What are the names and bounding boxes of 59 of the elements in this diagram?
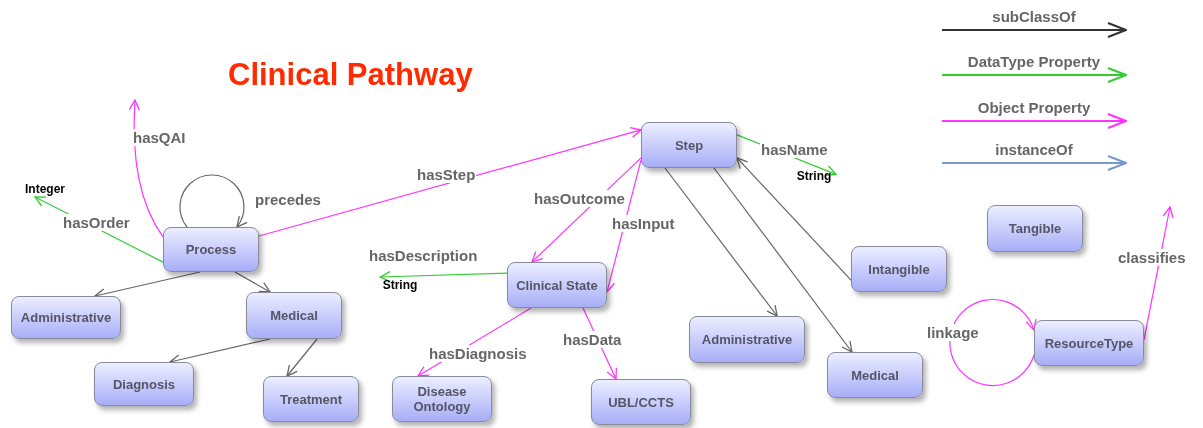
class-name: Medical — [269, 308, 319, 323]
edge-label: hasStep — [416, 166, 477, 183]
edge-label: hasInput — [611, 215, 676, 232]
arrow — [379, 271, 508, 283]
self-loop-arrow — [179, 174, 248, 228]
edge-label: hasOutcome — [533, 190, 626, 207]
class-box — [641, 122, 737, 168]
class-name: Disease Ontology — [412, 384, 472, 414]
legend-label: instanceOf — [994, 141, 1074, 158]
title: Clinical Pathway — [228, 56, 473, 94]
class-name: Administrative — [19, 310, 113, 325]
arrow — [286, 338, 318, 377]
arrow — [664, 167, 778, 317]
self-loop-arrow — [949, 298, 1036, 387]
class-box — [507, 262, 607, 308]
legend-label: DataType Property — [966, 53, 1102, 70]
class-box — [392, 376, 492, 422]
class-box — [263, 376, 359, 422]
class-name: Medical — [850, 367, 900, 383]
datatype-label: String — [378, 277, 422, 293]
class-name: Clinical State — [515, 277, 599, 293]
legend-label: subClassOf — [991, 8, 1077, 25]
class-name: ResourceType — [1043, 335, 1135, 351]
edge-label: hasQAI — [132, 129, 187, 146]
edge-label: hasData — [562, 331, 623, 348]
edge-label: hasName — [760, 141, 829, 158]
class-name: Intangible — [867, 261, 931, 277]
class-name: Treatment — [278, 391, 344, 407]
class-box — [987, 205, 1083, 252]
class-box — [1034, 320, 1144, 366]
edge-label: linkage — [926, 324, 980, 341]
class-box — [689, 316, 805, 363]
class-name: Tangible — [1007, 221, 1063, 236]
edge-label: hasDescription — [368, 247, 479, 264]
class-box — [827, 352, 923, 398]
class-name: Step — [673, 137, 705, 153]
class-name: Process — [184, 242, 238, 257]
class-box — [591, 379, 691, 425]
arrow — [234, 271, 271, 293]
class-name: UBL/CCTS — [607, 394, 675, 410]
class-box — [11, 296, 121, 339]
legend-label: Object Property — [976, 99, 1092, 116]
datatype-label: Integer — [20, 181, 70, 197]
edge-label: classifies — [1117, 249, 1187, 266]
class-box — [163, 227, 259, 272]
arrow — [128, 99, 164, 238]
arrow — [736, 157, 852, 281]
edge-label: hasOrder — [62, 214, 131, 231]
datatype-label: String — [792, 168, 836, 184]
class-box — [94, 362, 194, 406]
class-box — [246, 292, 342, 339]
class-box — [851, 246, 947, 292]
arrow — [713, 167, 853, 353]
edge-label: hasDiagnosis — [428, 345, 528, 362]
edge-label: precedes — [254, 191, 322, 208]
class-name: Diagnosis — [111, 376, 177, 392]
arrow — [258, 127, 642, 237]
class-name: Administrative — [700, 332, 794, 347]
arrow — [1143, 206, 1174, 341]
